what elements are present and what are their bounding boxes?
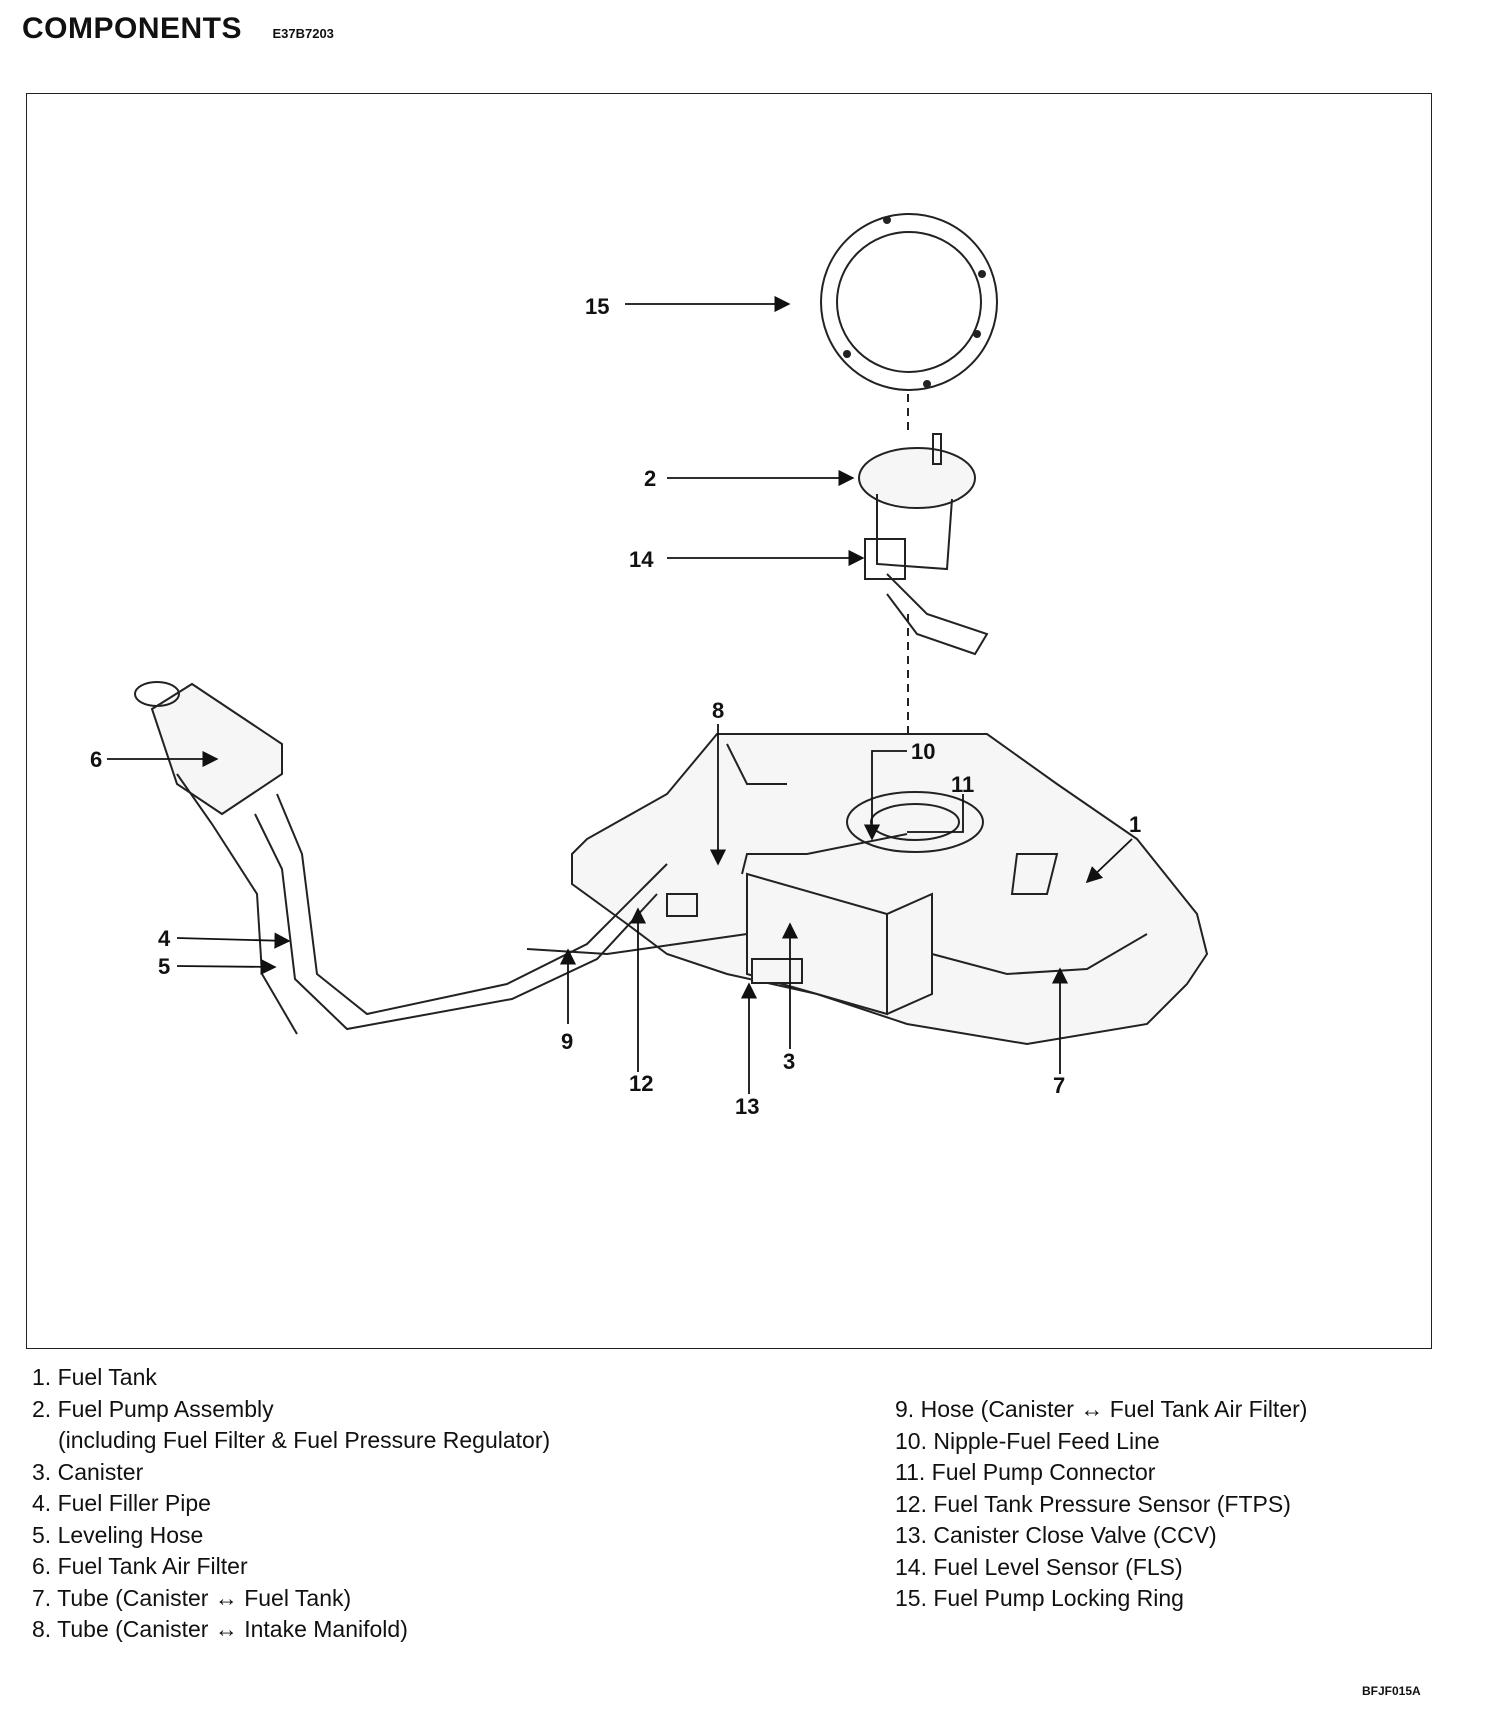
legend-item: 15. Fuel Pump Locking Ring bbox=[895, 1585, 1184, 1611]
legend-item: 10. Nipple-Fuel Feed Line bbox=[895, 1427, 1160, 1454]
ftps-part bbox=[666, 893, 698, 917]
callout-2: 2 bbox=[644, 466, 656, 491]
document-code: E37B7203 bbox=[272, 26, 334, 41]
callout-4: 4 bbox=[158, 926, 171, 951]
callout-9: 9 bbox=[561, 1029, 573, 1054]
callout-10: 10 bbox=[911, 739, 935, 764]
leader-1 bbox=[1085, 838, 1133, 884]
callout-13: 13 bbox=[735, 1094, 759, 1119]
legend-item: 8. Tube (Canister ↔ Intake Manifold) bbox=[32, 1616, 408, 1642]
locking-ring-part bbox=[820, 213, 998, 391]
callout-6: 6 bbox=[90, 747, 102, 772]
legend-item: 11. Fuel Pump Connector bbox=[895, 1459, 1156, 1485]
ccv-part bbox=[751, 958, 803, 984]
fuel-pump-assembly-part bbox=[858, 433, 989, 656]
legend-item: 14. Fuel Level Sensor (FLS) bbox=[895, 1553, 1183, 1580]
legend-item: 2. Fuel Pump Assembly bbox=[32, 1395, 274, 1422]
legend-item: 9. Hose (Canister ↔ Fuel Tank Air Filter… bbox=[895, 1396, 1308, 1422]
tube-8-part bbox=[741, 833, 908, 875]
legend-item: 13. Canister Close Valve (CCV) bbox=[895, 1522, 1217, 1548]
tube-7-part bbox=[931, 933, 1148, 976]
leader-5 bbox=[176, 958, 277, 975]
components-diagram: 15 2 14 8 10 11 1 6 4 5 9 12 13 3 7 bbox=[90, 213, 1209, 1119]
callout-14: 14 bbox=[629, 547, 654, 572]
legend-item: 6. Fuel Tank Air Filter bbox=[32, 1553, 248, 1579]
leader-4 bbox=[176, 932, 291, 949]
header: COMPONENTS E37B7203 bbox=[22, 12, 334, 52]
figure-code: BFJF015A bbox=[1362, 1684, 1421, 1698]
leader-11 bbox=[907, 794, 964, 833]
legend-left: 1. Fuel Tank 2. Fuel Pump Assembly (incl… bbox=[32, 1362, 550, 1646]
callout-1: 1 bbox=[1129, 812, 1141, 837]
leader-10 bbox=[863, 750, 907, 841]
filler-pipe-part bbox=[176, 773, 668, 1035]
fuel-tank-part bbox=[571, 733, 1209, 1046]
callout-7: 7 bbox=[1053, 1073, 1065, 1098]
callout-15: 15 bbox=[585, 294, 609, 319]
legend-item: 5. Leveling Hose bbox=[32, 1521, 204, 1548]
legend-item: 12. Fuel Tank Pressure Sensor (FTPS) bbox=[895, 1490, 1291, 1517]
legend-item: 7. Tube (Canister ↔ Fuel Tank) bbox=[32, 1584, 352, 1611]
legend-item: 3. Canister bbox=[32, 1458, 144, 1485]
legend-right: 9. Hose (Canister ↔ Fuel Tank Air Filter… bbox=[895, 1394, 1307, 1615]
page-title: COMPONENTS bbox=[22, 12, 243, 45]
legend-item: 4. Fuel Filler Pipe bbox=[32, 1490, 211, 1516]
air-filter-part bbox=[134, 681, 283, 816]
diagram-frame: 15 2 14 8 10 11 1 6 4 5 9 12 13 3 7 bbox=[26, 93, 1432, 1349]
callout-12: 12 bbox=[629, 1071, 653, 1096]
callout-3: 3 bbox=[783, 1049, 795, 1074]
callout-5: 5 bbox=[158, 954, 170, 979]
legend-item-continuation: (including Fuel Filter & Fuel Pressure R… bbox=[58, 1427, 551, 1453]
callout-8: 8 bbox=[712, 698, 724, 723]
legend-item: 1. Fuel Tank bbox=[32, 1364, 157, 1390]
callout-11: 11 bbox=[951, 772, 974, 797]
